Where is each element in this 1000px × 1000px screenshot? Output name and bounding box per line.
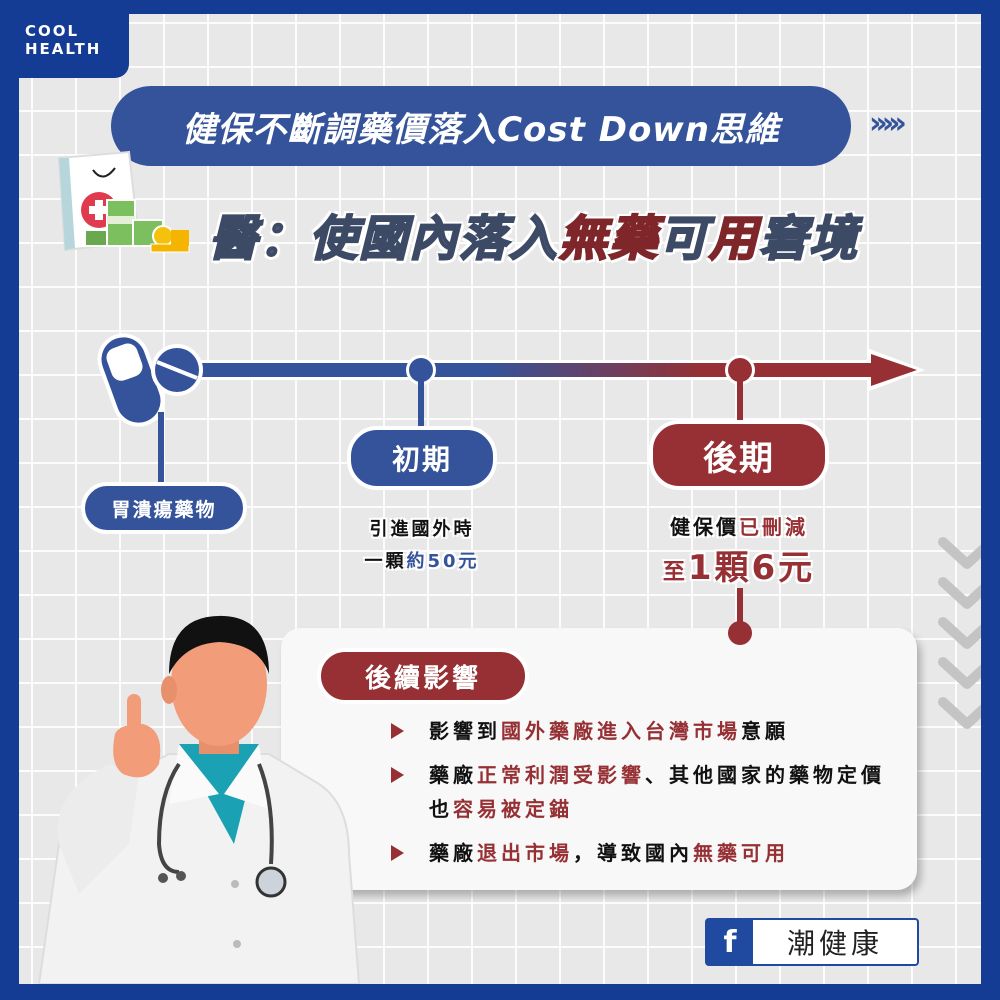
early-price: 約50元: [406, 551, 480, 572]
medicine-bag-money-icon: [57, 150, 190, 253]
text-part: 藥廠: [429, 763, 477, 787]
subtitle-highlight: 無藥: [558, 210, 660, 268]
chevrons-down-icon: [938, 537, 981, 729]
early-stage-description: 引進國外時 一顆約50元: [337, 514, 507, 578]
list-item: 藥廠退出市場，導致國內無藥可用: [391, 836, 891, 870]
late-desc-highlight: 已刪減: [739, 515, 808, 539]
impact-list: 影響到國外藥廠進入台灣市場意願 藥廠正常利潤受影響、其他國家的藥物定價也容易被定…: [391, 714, 891, 880]
facebook-page-name: 潮健康: [786, 927, 883, 960]
triangle-bullet-icon: [391, 723, 404, 739]
text-highlight: 正常利潤受影響: [477, 763, 645, 787]
text-part: 、其他國家的藥物定價也: [429, 763, 885, 821]
subtitle-highlight: 用: [708, 210, 760, 268]
subtitle-headline: 醫：使國內落入無藥可用窘境: [208, 194, 860, 274]
list-item: 藥廠正常利潤受影響、其他國家的藥物定價也容易被定錨: [391, 758, 891, 826]
text-part: 影響到: [429, 719, 501, 743]
text-highlight: 退出市場: [477, 841, 573, 865]
infographic-canvas: COOL HEALTH 健保不斷調藥價落入Cost Down思維 ››››› 醫…: [19, 14, 981, 984]
pill-capsule-icon: [97, 333, 165, 427]
triangle-bullet-icon: [391, 845, 404, 861]
text-part: 藥廠: [429, 841, 477, 865]
timeline-end-dot-icon: [728, 621, 752, 645]
text-part: 意願: [741, 719, 789, 743]
subtitle-part: 可: [658, 210, 710, 268]
list-item: 影響到國外藥廠進入台灣市場意願: [391, 714, 891, 748]
facebook-icon: f: [707, 920, 753, 964]
pill-tablet-icon: [151, 344, 203, 396]
subtitle-part: 醫：使國內落入: [208, 210, 560, 268]
doctor-illustration: [37, 615, 361, 984]
early-stage-label: 初期: [347, 426, 497, 490]
text-part: ，導致國內: [573, 841, 693, 865]
late-price: 1顆6元: [687, 548, 816, 588]
headline-banner: 健保不斷調藥價落入Cost Down思維: [111, 86, 851, 166]
chevrons-right-icon: ›››››: [869, 106, 907, 141]
text-highlight: 國外藥廠進入台灣市場: [501, 719, 741, 743]
triangle-bullet-icon: [391, 767, 404, 783]
late-stage-label: 後期: [649, 420, 829, 490]
late-desc-prefix: 健保價: [670, 515, 739, 539]
logo-line-2: HEALTH: [25, 40, 102, 58]
late-desc-to: 至: [662, 560, 688, 585]
text-highlight: 容易被定錨: [453, 797, 573, 821]
early-desc-prefix: 一顆: [364, 551, 407, 572]
text-highlight: 無藥可用: [693, 841, 789, 865]
drug-category-label: 胃潰瘍藥物: [81, 482, 247, 534]
early-desc-line1: 引進國外時: [369, 519, 475, 540]
logo-line-1: COOL: [25, 22, 80, 40]
facebook-page-badge[interactable]: f 潮健康: [705, 918, 919, 966]
impact-title: 後續影響: [317, 648, 529, 704]
late-stage-description: 健保價已刪減 至1顆6元: [629, 510, 849, 597]
cool-health-logo: COOL HEALTH: [19, 14, 129, 78]
subtitle-part: 窘境: [758, 210, 860, 268]
